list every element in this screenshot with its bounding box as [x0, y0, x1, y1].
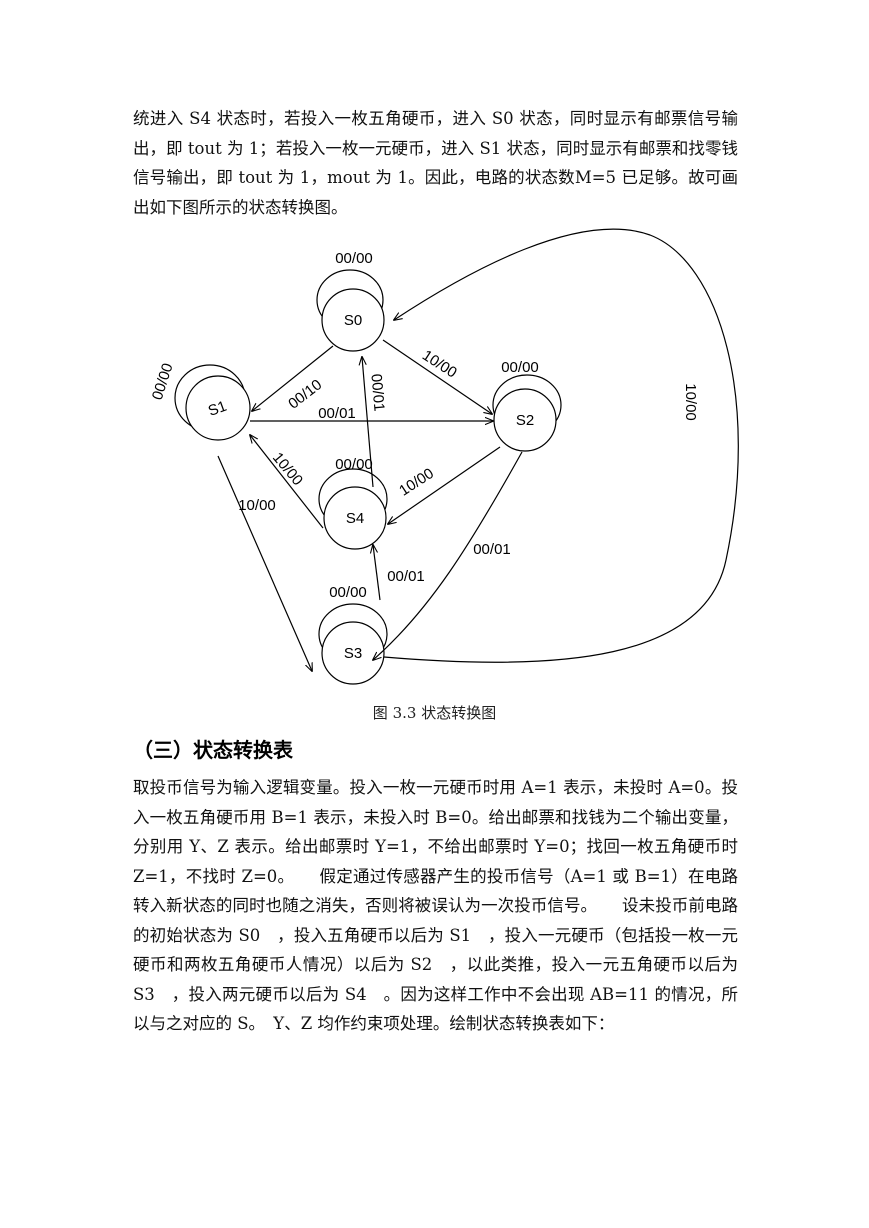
state-s1: [185, 375, 251, 441]
state-s3: [321, 621, 385, 685]
edge-s0-s1: [252, 345, 334, 411]
edge-s1-s3: [217, 455, 312, 671]
edge-s2-s3: [373, 451, 523, 660]
state-s0: [321, 288, 385, 352]
edge-s3-s4: [373, 545, 381, 601]
s2-self-loop: [492, 374, 562, 436]
state-s4: [323, 486, 387, 550]
label-s3-self: 00/00: [329, 584, 367, 601]
state-s2: [493, 388, 557, 452]
label-s0-s2: 10/00: [419, 347, 460, 382]
s0-self-loop: [316, 269, 384, 331]
label-s2-self: 00/00: [501, 359, 539, 376]
label-s0-self: 00/00: [335, 250, 373, 267]
state-s0-label: S0: [344, 312, 362, 329]
label-s4-s0: 00/01: [367, 373, 387, 412]
state-s2-label: S2: [516, 412, 534, 429]
label-s1-s3: 10/00: [238, 497, 276, 514]
label-s3-s4: 00/01: [387, 568, 425, 585]
edge-s0-s2: [382, 339, 492, 414]
label-s1-s2: 00/01: [318, 405, 356, 422]
s3-self-loop: [318, 603, 388, 665]
section-heading: （三）状态转换表: [133, 738, 293, 762]
intro-paragraph: 统进入 S4 状态时，若投入一枚五角硬币，进入 S0 状态，同时显示有邮票信号输…: [133, 109, 738, 217]
label-s2-s4: 10/00: [396, 465, 437, 500]
s1-self-loop: [174, 364, 246, 432]
label-s4-s1: 10/00: [269, 449, 306, 489]
state-s4-label: S4: [346, 510, 364, 527]
s4-self-loop: [318, 468, 388, 530]
edge-s4-s1: [250, 435, 324, 529]
label-s4-self: 00/00: [335, 456, 373, 473]
body-paragraph: 取投币信号为输入逻辑变量。投入一枚一元硬币时用 A=1 表示，未投时 A=0。投…: [133, 778, 738, 1033]
edge-s3-s0: [383, 228, 739, 663]
label-s2-s3: 00/01: [473, 541, 511, 558]
label-s0-s1: 00/10: [285, 376, 325, 413]
figure-caption: 图 3.3 状态转换图: [372, 704, 497, 722]
state-s1-label: S1: [206, 398, 229, 420]
edge-s2-s4: [388, 446, 501, 524]
edge-s4-s0: [362, 357, 374, 488]
state-s3-label: S3: [344, 645, 362, 662]
label-s3-s0: 10/00: [682, 383, 699, 421]
label-s1-self: 00/00: [149, 361, 177, 402]
